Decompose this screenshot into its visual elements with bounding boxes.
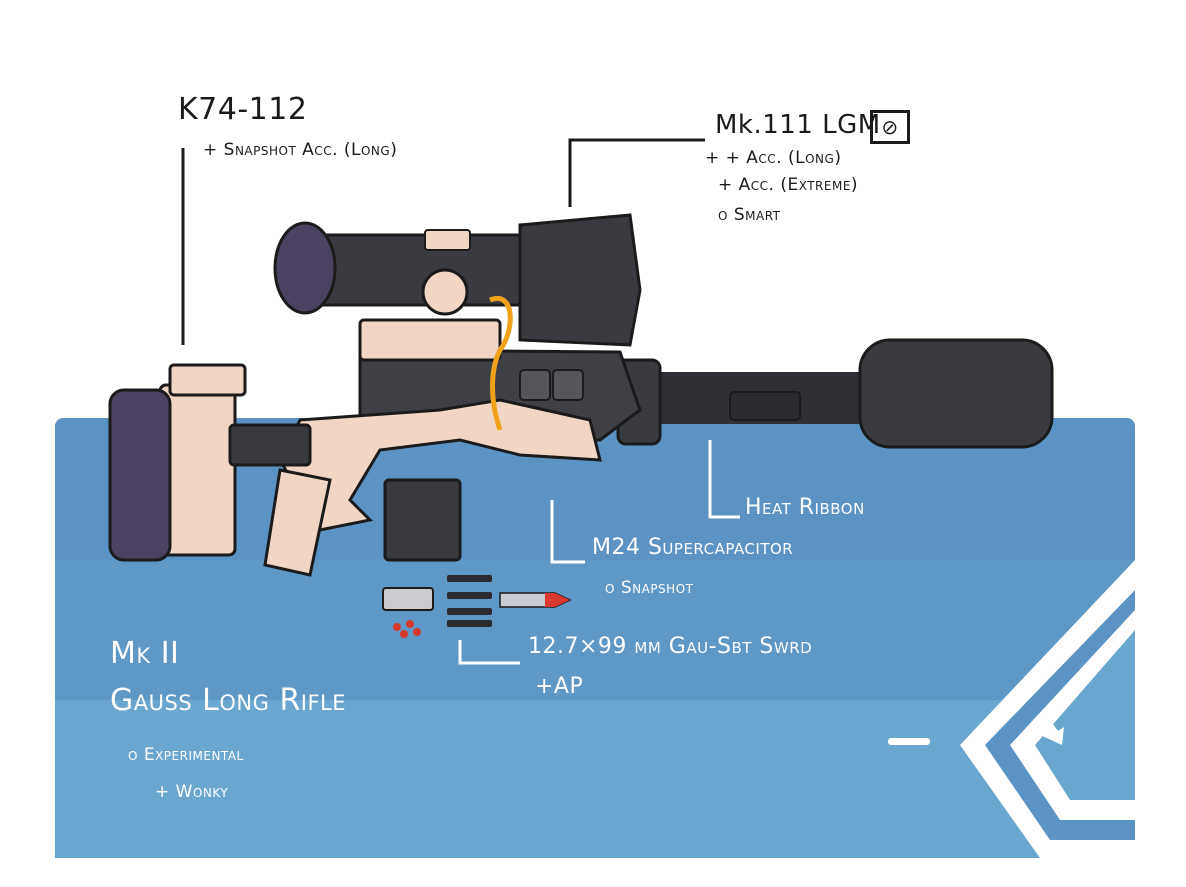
weapon-line-2: Gauss Long Rifle: [110, 683, 347, 718]
table-mid-band: [55, 560, 1135, 700]
stock-pad: [108, 388, 172, 562]
scope-trait-3: o Smart: [718, 205, 781, 225]
capacitor-trait-1: o Snapshot: [605, 578, 694, 598]
scope-badge-icon: ⊘: [870, 110, 910, 144]
leader-lines-light: [458, 440, 740, 665]
weapon-trait-1: o Experimental: [128, 745, 244, 765]
scope-mount: [358, 318, 502, 362]
table-dash: [888, 738, 930, 745]
ammo-round-icon: [382, 575, 572, 638]
ammo-trait-1: +AP: [535, 674, 584, 699]
weapon-trait-2: + Wonky: [155, 782, 229, 802]
scope-trait-2: + Acc. (Extreme): [718, 175, 859, 195]
logo-emblem-icon: [960, 560, 1135, 858]
scope-objective: [518, 213, 642, 347]
grip: [263, 468, 332, 577]
stock-trait-1: + Snapshot Acc. (Long): [203, 140, 398, 160]
barrel-name: Heat Ribbon: [745, 495, 865, 520]
magazine: [383, 478, 462, 562]
scope-dial: [421, 268, 469, 316]
suppressor: [858, 338, 1054, 449]
table-light-band: [55, 700, 1135, 858]
scope-trait-1: + + Acc. (Long): [705, 148, 842, 168]
power-wire: [489, 295, 513, 431]
weapon-line-1: Mk II: [110, 636, 180, 671]
ammo-name: 12.7×99 mm Gau-Sbt Swrd: [528, 634, 813, 659]
scope-eyepiece: [273, 221, 337, 315]
scope-name: Mk.111 LGM: [715, 110, 881, 140]
gear-box-icon: [519, 369, 584, 401]
scope-turret: [424, 229, 471, 251]
leader-lines-dark: [181, 138, 705, 345]
stock-name: K74-112: [178, 92, 308, 127]
capacitor-name: M24 Supercapacitor: [592, 535, 794, 560]
